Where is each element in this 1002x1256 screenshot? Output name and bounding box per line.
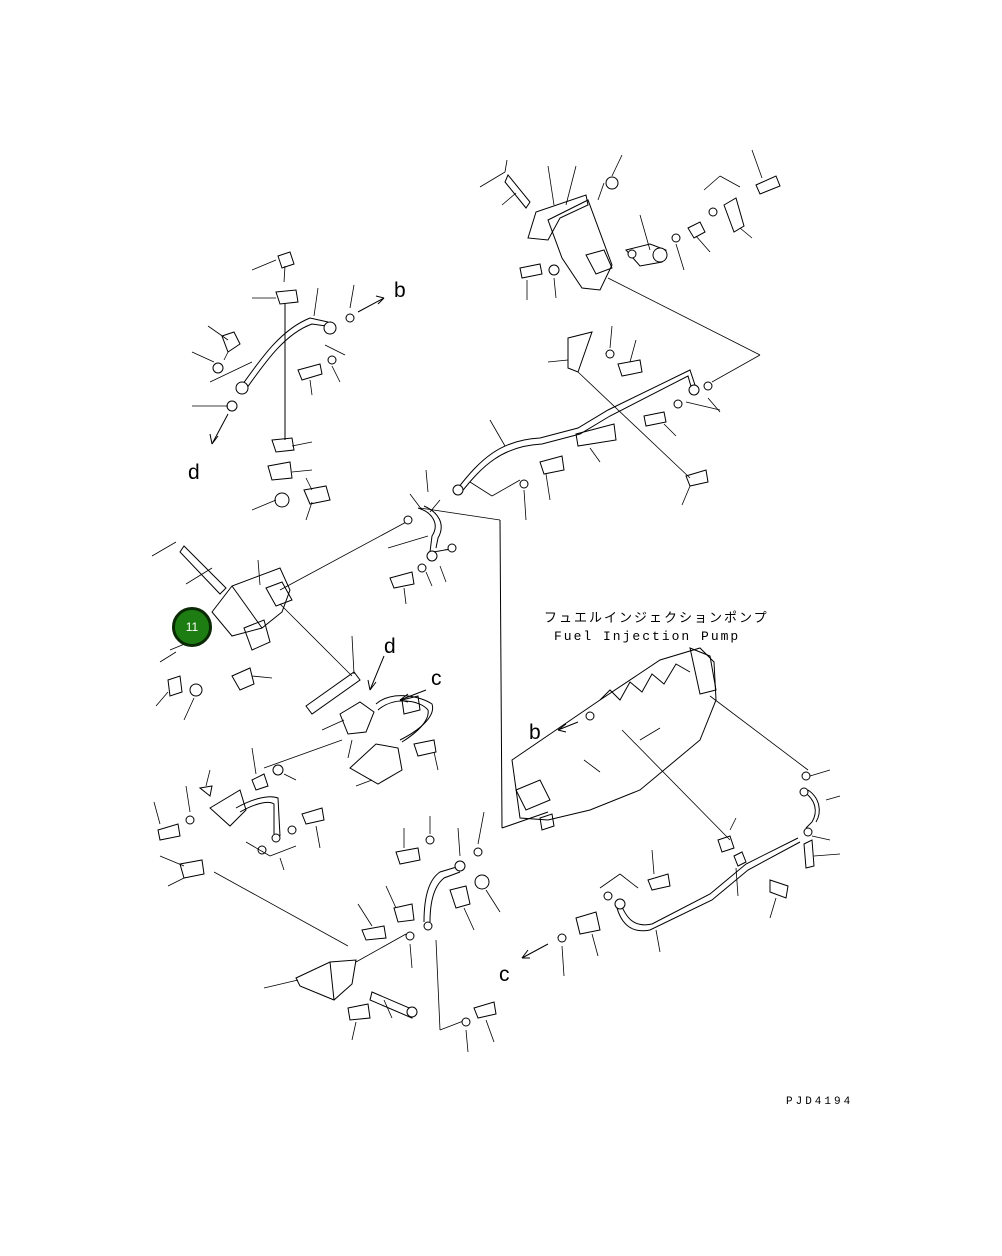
middle-pipe-group xyxy=(452,325,721,521)
ref-letter-b-top: b xyxy=(394,279,406,302)
callout-badge-label: 11 xyxy=(185,620,199,634)
ref-letter-d-mid: d xyxy=(384,635,396,658)
top-right-bracket-group xyxy=(479,149,781,383)
center-small-pipe-group xyxy=(387,499,457,605)
ref-letter-d-top: d xyxy=(188,461,200,484)
center-solenoid-group xyxy=(263,635,439,787)
bottom-bracket-group xyxy=(263,811,501,1053)
drawing-code: PJD4194 xyxy=(786,1096,854,1108)
ref-letter-c-mid: c xyxy=(431,667,442,690)
left-bracket-group xyxy=(151,469,549,829)
bottom-right-pipe-group xyxy=(521,837,801,977)
fuel-injection-pump xyxy=(511,647,841,869)
caption-english: Fuel Injection Pump xyxy=(554,629,741,644)
ref-letter-b-pump: b xyxy=(529,721,541,744)
callout-badge-11[interactable]: 11 xyxy=(172,607,212,647)
lower-left-pipe-group xyxy=(153,747,349,947)
ref-letter-c-bottom: c xyxy=(499,963,510,986)
top-left-pipe-group xyxy=(191,251,385,521)
caption-japanese: フュエルインジェクションポンプ xyxy=(544,611,769,626)
